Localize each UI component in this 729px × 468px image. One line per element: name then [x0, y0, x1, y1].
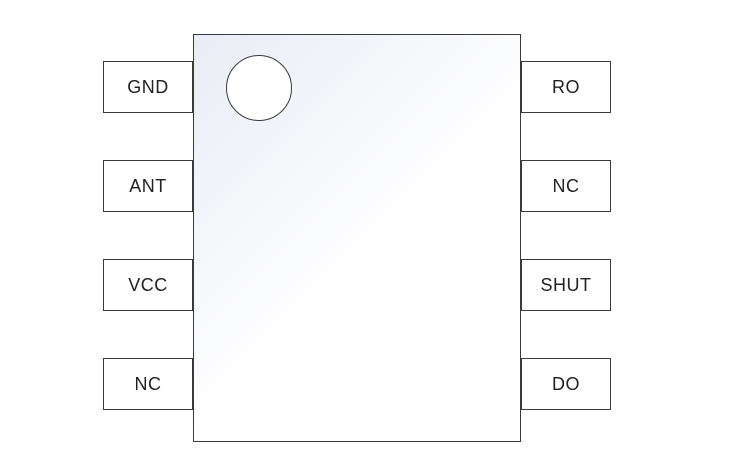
pin-label: ANT [129, 175, 167, 196]
pin-right-3: SHUT [521, 259, 611, 311]
pin-right-2: NC [521, 160, 611, 212]
pin-label: SHUT [540, 274, 592, 295]
pin-left-2: ANT [103, 160, 193, 212]
pin-label: RO [552, 76, 580, 97]
pin-label: VCC [128, 274, 168, 295]
pin-label: GND [127, 76, 169, 97]
pin-right-4: DO [521, 358, 611, 410]
pin-right-1: RO [521, 61, 611, 113]
pin-label: DO [552, 373, 580, 394]
ic-package-body [193, 34, 521, 442]
pin1-indicator-circle [226, 55, 292, 121]
pin-label: NC [552, 175, 580, 196]
pin-label: NC [134, 373, 162, 394]
pin-left-4: NC [103, 358, 193, 410]
pin-left-1: GND [103, 61, 193, 113]
pin-left-3: VCC [103, 259, 193, 311]
